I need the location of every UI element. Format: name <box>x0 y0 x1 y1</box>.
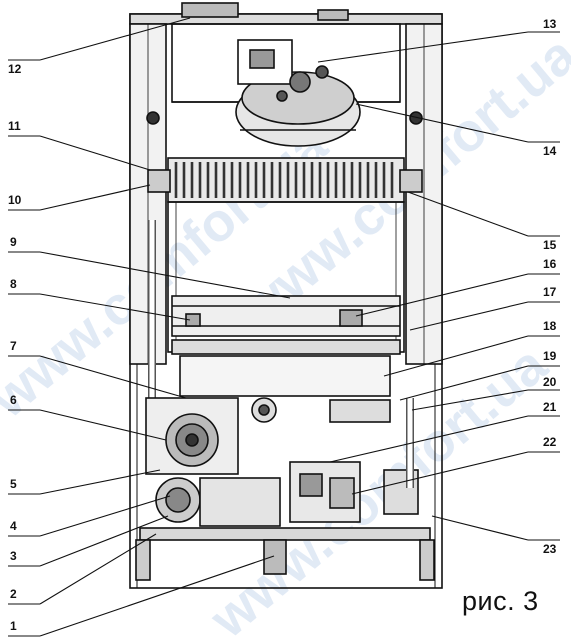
callout-2: 2 <box>10 587 17 601</box>
bottom-connector <box>263 539 287 575</box>
pump <box>145 397 239 475</box>
callout-10: 10 <box>8 193 22 207</box>
bottom-plate <box>139 527 431 541</box>
right-callouts: 13 14 15 16 17 18 19 20 21 22 23 <box>543 17 557 556</box>
callout-5: 5 <box>10 477 17 491</box>
motor <box>155 477 281 527</box>
pressure-gauge <box>251 397 277 423</box>
boiler-drawing <box>129 2 443 589</box>
callout-7: 7 <box>10 339 17 353</box>
callout-22: 22 <box>543 435 557 449</box>
callout-12: 12 <box>8 62 22 76</box>
fan <box>235 39 361 147</box>
burner <box>171 295 401 355</box>
left-callouts: 12 11 10 9 8 7 6 5 4 3 2 1 <box>8 62 22 633</box>
callout-20: 20 <box>543 375 557 389</box>
callout-4: 4 <box>10 519 17 533</box>
callout-13: 13 <box>543 17 557 31</box>
callout-1: 1 <box>10 619 17 633</box>
callout-18: 18 <box>543 319 557 333</box>
leader-lines <box>8 17 560 637</box>
callout-16: 16 <box>543 257 557 271</box>
callout-15: 15 <box>543 238 557 252</box>
expansion-tank <box>179 355 391 397</box>
callout-11: 11 <box>8 119 21 133</box>
callout-14: 14 <box>543 144 557 158</box>
callout-3: 3 <box>10 549 17 563</box>
callout-21: 21 <box>543 400 557 414</box>
heat-exchanger <box>147 157 423 203</box>
top-bar <box>129 13 443 25</box>
control-box <box>329 399 391 423</box>
figure-caption: рис. 3 <box>462 586 539 616</box>
callout-17: 17 <box>543 285 557 299</box>
callout-19: 19 <box>543 349 557 363</box>
callout-8: 8 <box>10 277 17 291</box>
callout-9: 9 <box>10 235 17 249</box>
callout-23: 23 <box>543 542 557 556</box>
callout-6: 6 <box>10 393 17 407</box>
gas-valve <box>289 461 361 523</box>
